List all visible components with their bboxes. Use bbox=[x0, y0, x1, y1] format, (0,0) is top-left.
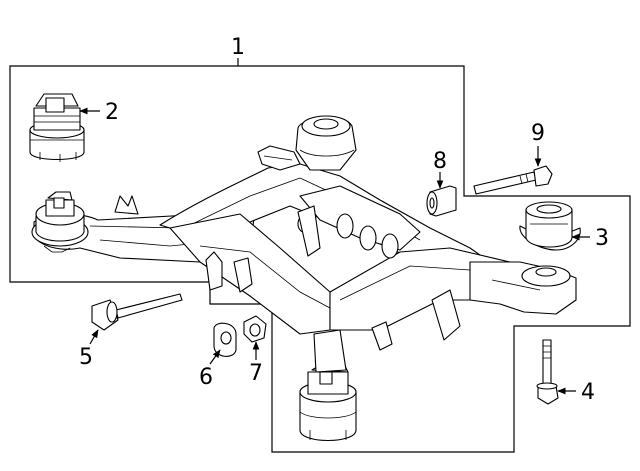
callout-9-label: 9 bbox=[531, 121, 545, 146]
callout-8-label: 8 bbox=[433, 149, 447, 174]
callout-4-label: 4 bbox=[581, 380, 595, 405]
callout-2-label: 2 bbox=[105, 100, 119, 125]
part-5-bolt bbox=[91, 293, 183, 331]
callout-6-arrow bbox=[209, 349, 221, 365]
callout-5-arrow bbox=[89, 329, 99, 345]
rear-subframe bbox=[31, 115, 577, 442]
part-9-bolt bbox=[473, 165, 553, 195]
part-4-bolt bbox=[536, 339, 559, 405]
part-7-nut bbox=[243, 315, 267, 343]
callout-5-label: 5 bbox=[79, 345, 93, 370]
callout-3-label: 3 bbox=[595, 226, 609, 251]
callout-1-label: 1 bbox=[231, 35, 245, 60]
callout-6-label: 6 bbox=[199, 365, 213, 390]
part-2-subframe-mount bbox=[29, 93, 85, 162]
part-8-bushing bbox=[426, 185, 457, 217]
part-6-washer bbox=[213, 322, 237, 357]
part-3-bushing bbox=[519, 201, 581, 251]
callout-7-label: 7 bbox=[249, 361, 263, 386]
